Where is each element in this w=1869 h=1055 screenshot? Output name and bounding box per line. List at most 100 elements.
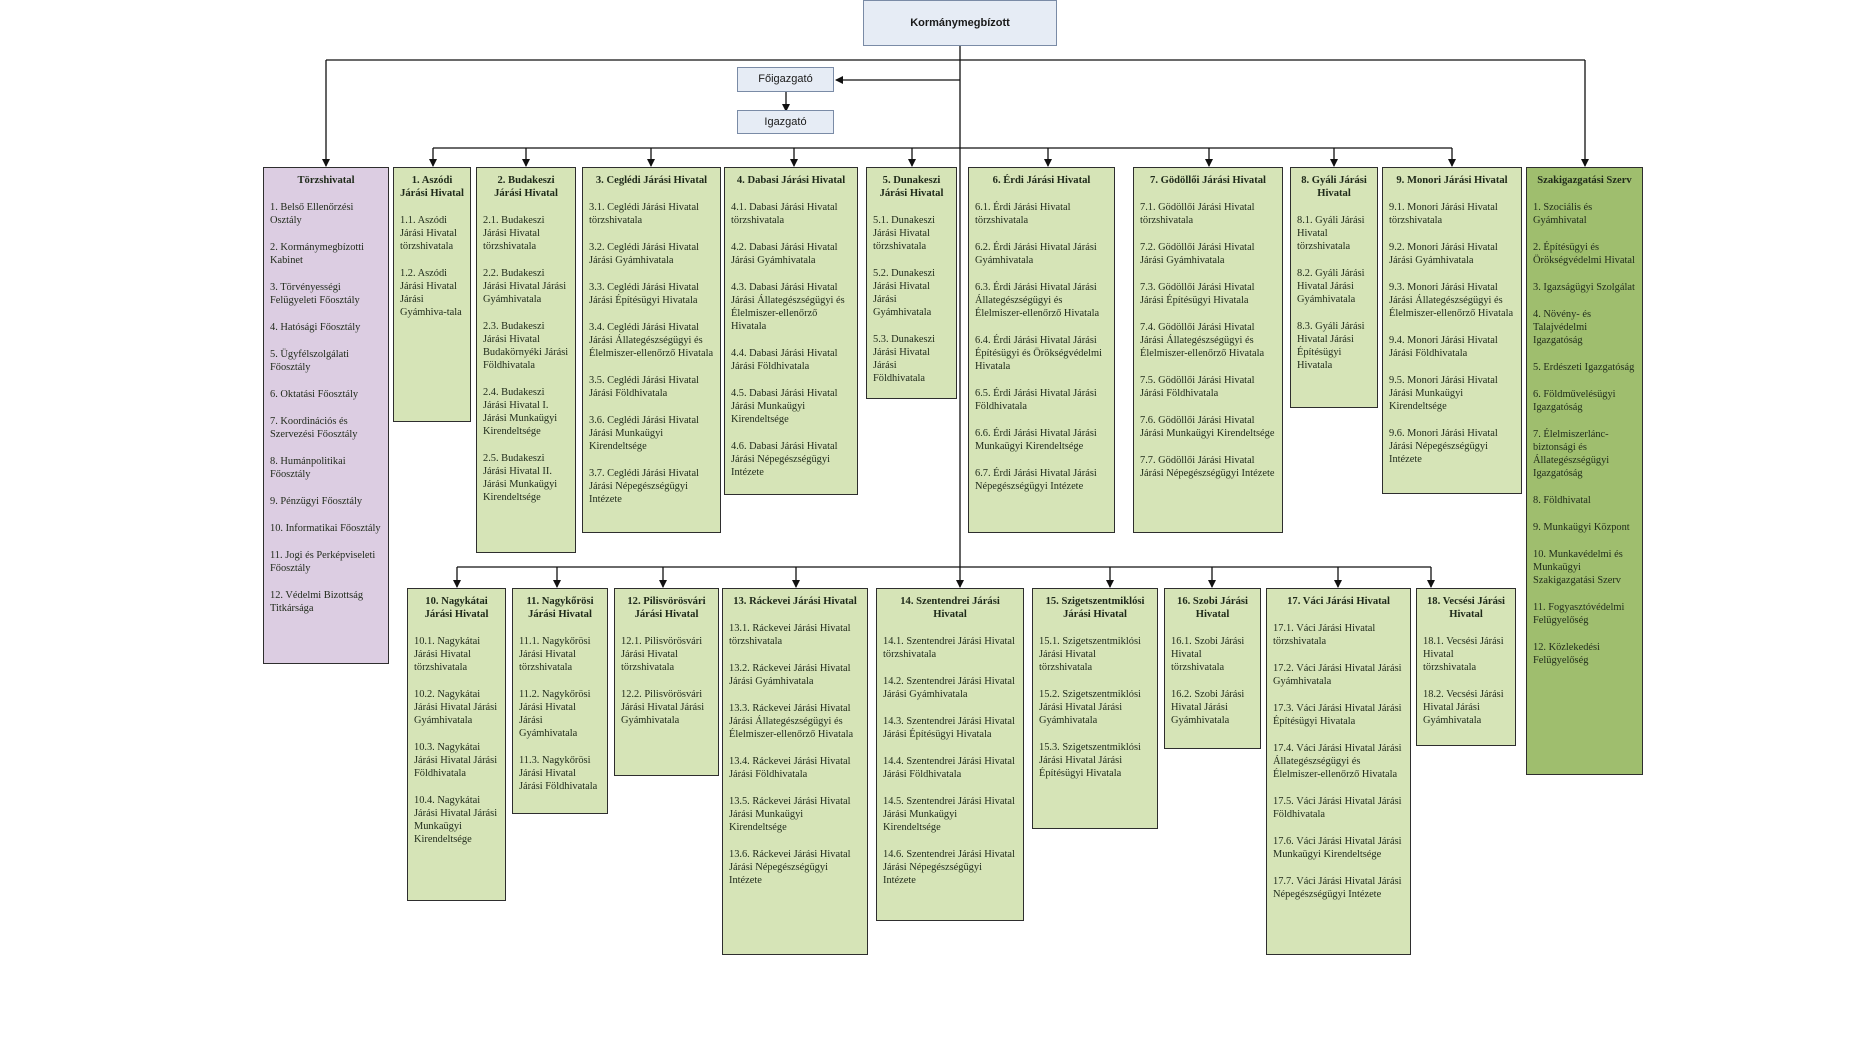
org-unit-item: 3.2. Ceglédi Járási Hivatal Járási Gyámh… bbox=[589, 242, 699, 266]
org-unit-item: 17.6. Váci Járási Hivatal Járási Munkaüg… bbox=[1273, 836, 1402, 860]
org-unit-list: 4.1. Dabasi Járási Hivatal törzshivatala… bbox=[731, 201, 851, 479]
org-unit-list: 14.1. Szentendrei Járási Hivatal törzshi… bbox=[883, 635, 1017, 887]
org-unit-title: Szakigazgatási Szerv bbox=[1537, 175, 1632, 186]
org-unit-item: 6.3. Érdi Járási Hivatal Járási Állategé… bbox=[975, 282, 1100, 319]
org-unit-box: 12. Pilisvörösvári Járási Hivatal 12.1. P… bbox=[614, 588, 719, 776]
org-unit-list: 12.1. Pilisvörösvári Járási Hivatal törz… bbox=[621, 635, 712, 727]
org-unit-item: 7.7. Gödöllői Járási Hivatal Járási Népe… bbox=[1140, 455, 1275, 479]
org-unit-item: 16.1. Szobi Járási Hivatal törzshivatala bbox=[1171, 636, 1245, 673]
org-unit-item: 11.3. Nagykőrösi Járási Hivatal Járási F… bbox=[519, 755, 598, 792]
org-unit-box: 14. Szentendrei Járási Hivatal 14.1. Szen… bbox=[876, 588, 1024, 921]
org-unit-item: 17.2. Váci Járási Hivatal Járási Gyámhiv… bbox=[1273, 663, 1402, 687]
org-unit-item: 13.5. Ráckevei Járási Hivatal Járási Mun… bbox=[729, 796, 851, 833]
org-unit-item: 4.4. Dabasi Járási Hivatal Járási Földhi… bbox=[731, 348, 838, 372]
org-unit-item: 7.2. Gödöllői Járási Hivatal Járási Gyám… bbox=[1140, 242, 1255, 266]
org-unit-list: 10.1. Nagykátai Járási Hivatal törzshiva… bbox=[414, 635, 499, 846]
org-unit-item: 6.7. Érdi Járási Hivatal Járási Népegész… bbox=[975, 468, 1097, 492]
org-unit-item: 7.6. Gödöllői Járási Hivatal Járási Munk… bbox=[1140, 415, 1275, 439]
org-unit-title: 17. Váci Járási Hivatal bbox=[1287, 596, 1390, 607]
org-unit-item: 6.1. Érdi Járási Hivatal törzshivatala bbox=[975, 202, 1071, 226]
org-unit-box: 6. Érdi Járási Hivatal 6.1. Érdi Járási H… bbox=[968, 167, 1115, 533]
org-unit-item: 9.1. Monori Járási Hivatal törzshivatala bbox=[1389, 202, 1498, 226]
igazgato-box: Igazgató bbox=[737, 110, 834, 134]
org-unit-item: 15.3. Szigetszentmiklósi Járási Hivatal … bbox=[1039, 742, 1141, 779]
org-unit-item: 1.2. Aszódi Járási Hivatal Járási Gyámhi… bbox=[400, 268, 462, 318]
org-unit-item: 5.3. Dunakeszi Járási Hivatal Járási Föl… bbox=[873, 334, 936, 384]
org-unit-title: 3. Ceglédi Járási Hivatal bbox=[595, 175, 708, 186]
org-unit-title: 7. Gödöllői Járási Hivatal bbox=[1150, 175, 1266, 186]
org-unit-item: 13.2. Ráckevei Járási Hivatal Járási Gyá… bbox=[729, 663, 851, 687]
org-unit-title: 12. Pilisvörösvári Járási Hivatal bbox=[627, 596, 706, 620]
org-unit-item: 11. Jogi és Perképviseleti Főosztály bbox=[270, 550, 376, 574]
org-unit-list: 16.1. Szobi Járási Hivatal törzshivatala… bbox=[1171, 635, 1254, 727]
org-unit-item: 8. Földhivatal bbox=[1533, 495, 1591, 506]
org-unit-list: 18.1. Vecsési Járási Hivatal törzshivata… bbox=[1423, 635, 1509, 727]
org-unit-item: 3.5. Ceglédi Járási Hivatal Járási Földh… bbox=[589, 375, 699, 399]
org-unit-item: 6. Földművelésügyi Igazgatóság bbox=[1533, 389, 1616, 413]
org-unit-box: 9. Monori Járási Hivatal 9.1. Monori Járá… bbox=[1382, 167, 1522, 494]
org-unit-item: 4. Növény- és Talajvédelmi Igazgatóság bbox=[1533, 309, 1592, 346]
org-unit-item: 13.1. Ráckevei Járási Hivatal törzshivat… bbox=[729, 623, 851, 647]
org-unit-item: 17.1. Váci Járási Hivatal törzshivatala bbox=[1273, 623, 1376, 647]
org-unit-item: 9.5. Monori Járási Hivatal Járási Munkaü… bbox=[1389, 375, 1498, 412]
org-unit-list: 11.1. Nagykőrösi Járási Hivatal törzshiv… bbox=[519, 635, 601, 793]
org-unit-title: 15. Szigetszentmiklósi Járási Hivatal bbox=[1045, 596, 1145, 620]
org-unit-item: 8. Humánpolitikai Főosztály bbox=[270, 456, 346, 480]
org-unit-item: 2.1. Budakeszi Járási Hivatal törzshivat… bbox=[483, 215, 545, 252]
org-unit-item: 7.5. Gödöllői Járási Hivatal Járási Föld… bbox=[1140, 375, 1255, 399]
org-unit-title: 14. Szentendrei Járási Hivatal bbox=[900, 596, 1000, 620]
org-unit-item: 9.4. Monori Járási Hivatal Járási Földhi… bbox=[1389, 335, 1498, 359]
org-unit-item: 6.6. Érdi Járási Hivatal Járási Munkaügy… bbox=[975, 428, 1097, 452]
org-unit-item: 8.2. Gyáli Járási Hivatal Járási Gyámhiv… bbox=[1297, 268, 1365, 305]
org-unit-item: 15.2. Szigetszentmiklósi Járási Hivatal … bbox=[1039, 689, 1141, 726]
org-unit-item: 7. Koordinációs és Szervezési Főosztály bbox=[270, 416, 358, 440]
org-unit-item: 6.2. Érdi Járási Hivatal Járási Gyámhiva… bbox=[975, 242, 1097, 266]
org-unit-item: 3. Igazságügyi Szolgálat bbox=[1533, 282, 1635, 293]
org-unit-item: 9.2. Monori Járási Hivatal Járási Gyámhi… bbox=[1389, 242, 1498, 266]
org-unit-item: 9. Munkaügyi Központ bbox=[1533, 522, 1630, 533]
org-unit-list: 17.1. Váci Járási Hivatal törzshivatala 1… bbox=[1273, 622, 1404, 901]
org-unit-list: 3.1. Ceglédi Járási Hivatal törzshivatal… bbox=[589, 201, 714, 506]
org-unit-title: 11. Nagykőrösi Járási Hivatal bbox=[526, 596, 594, 620]
org-unit-item: 10. Munkavédelmi és Munkaügyi Szakigazga… bbox=[1533, 549, 1623, 586]
org-unit-box: 3. Ceglédi Járási Hivatal 3.1. Ceglédi Já… bbox=[582, 167, 721, 533]
org-unit-item: 11.1. Nagykőrösi Járási Hivatal törzshiv… bbox=[519, 636, 591, 673]
org-unit-item: 14.2. Szentendrei Járási Hivatal Járási … bbox=[883, 676, 1015, 700]
org-unit-item: 13.6. Ráckevei Járási Hivatal Járási Nép… bbox=[729, 849, 851, 886]
org-unit-title: 9. Monori Járási Hivatal bbox=[1396, 175, 1508, 186]
org-unit-item: 5.1. Dunakeszi Járási Hivatal törzshivat… bbox=[873, 215, 936, 252]
org-unit-item: 3.1. Ceglédi Járási Hivatal törzshivatal… bbox=[589, 202, 699, 226]
org-unit-item: 12.1. Pilisvörösvári Járási Hivatal törz… bbox=[621, 636, 703, 673]
org-unit-item: 3.6. Ceglédi Járási Hivatal Járási Munka… bbox=[589, 415, 699, 452]
foigazgato-box: Főigazgató bbox=[737, 67, 834, 92]
org-unit-item: 9. Pénzügyi Főosztály bbox=[270, 496, 363, 507]
org-unit-title: 8. Gyáli Járási Hivatal bbox=[1301, 175, 1367, 199]
org-unit-item: 5. Ügyfélszolgálati Főosztály bbox=[270, 349, 350, 373]
org-unit-title: 6. Érdi Járási Hivatal bbox=[992, 175, 1091, 186]
org-unit-item: 13.4. Ráckevei Járási Hivatal Járási Föl… bbox=[729, 756, 851, 780]
org-unit-title: 1. Aszódi Járási Hivatal bbox=[400, 175, 464, 199]
org-unit-item: 17.4. Váci Járási Hivatal Járási Állateg… bbox=[1273, 743, 1402, 780]
org-unit-item: 3.3. Ceglédi Járási Hivatal Járási Építé… bbox=[589, 282, 699, 306]
org-unit-item: 6. Oktatási Főosztály bbox=[270, 389, 359, 400]
org-unit-item: 17.3. Váci Járási Hivatal Járási Építésü… bbox=[1273, 703, 1402, 727]
org-unit-item: 18.1. Vecsési Járási Hivatal törzshivata… bbox=[1423, 636, 1504, 673]
org-unit-item: 4. Hatósági Főosztály bbox=[270, 322, 361, 333]
org-unit-item: 10.1. Nagykátai Járási Hivatal törzshiva… bbox=[414, 636, 481, 673]
org-unit-title: 16. Szobi Járási Hivatal bbox=[1177, 596, 1248, 620]
org-unit-item: 2.3. Budakeszi Járási Hivatal Budakörnyé… bbox=[483, 321, 569, 371]
org-unit-list: 15.1. Szigetszentmiklósi Járási Hivatal … bbox=[1039, 635, 1151, 780]
org-unit-item: 5.2. Dunakeszi Járási Hivatal Járási Gyá… bbox=[873, 268, 936, 318]
org-unit-item: 14.3. Szentendrei Járási Hivatal Járási … bbox=[883, 716, 1015, 740]
org-unit-list: 7.1. Gödöllői Járási Hivatal törzshivata… bbox=[1140, 201, 1276, 480]
org-unit-box: 16. Szobi Járási Hivatal 16.1. Szobi Járá… bbox=[1164, 588, 1261, 749]
